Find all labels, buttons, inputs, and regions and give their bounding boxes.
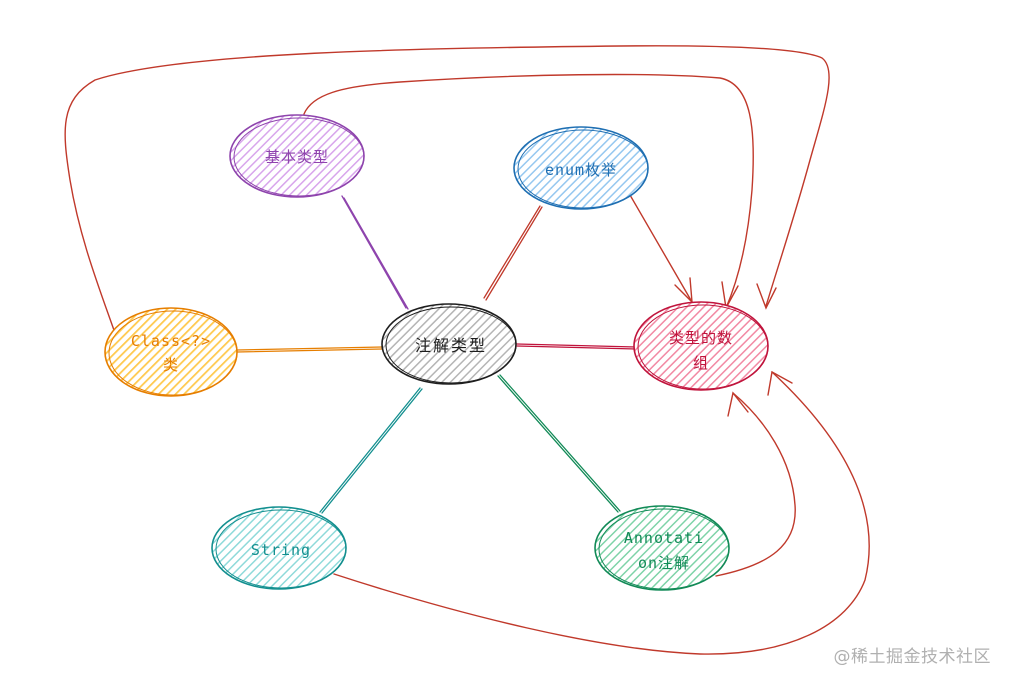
arrow-primitive-to-array xyxy=(303,73,754,309)
arrow-annotation-to-array-head xyxy=(727,391,749,417)
node-array: 类型的数 组 xyxy=(633,301,769,391)
arrows xyxy=(64,45,870,655)
node-enum-label: enum枚举 xyxy=(545,161,617,179)
connector-enum xyxy=(483,205,543,301)
connectors xyxy=(236,195,637,514)
node-array-label-line2: 组 xyxy=(693,354,709,372)
node-primitive: 基本类型 xyxy=(229,114,365,198)
node-class-label-line2: 类 xyxy=(163,356,179,374)
node-class-label-line1: Class<?> xyxy=(131,332,211,350)
node-enum: enum枚举 xyxy=(513,126,649,210)
arrow-annotation-to-array xyxy=(715,392,796,577)
node-annotation-label-line2: on注解 xyxy=(638,554,690,572)
connector-string xyxy=(319,387,423,514)
arrow-enum-to-array xyxy=(629,194,693,303)
node-center-label: 注解类型 xyxy=(415,336,487,355)
node-string-label: String xyxy=(251,541,311,559)
node-array-label-line1: 类型的数 xyxy=(669,329,733,347)
arrow-class-to-array-head xyxy=(756,283,777,310)
watermark-text: @稀土掘金技术社区 xyxy=(833,647,991,667)
arrow-class-to-array xyxy=(64,45,830,337)
node-center: 注解类型 xyxy=(381,303,517,385)
node-string: String xyxy=(211,506,347,590)
connector-primitive xyxy=(341,195,409,310)
arrow-string-to-array-head xyxy=(767,370,793,396)
connector-array xyxy=(516,343,637,350)
connector-class xyxy=(236,346,384,353)
connector-annotation xyxy=(497,374,621,513)
node-class: Class<?> 类 xyxy=(104,307,238,397)
arrow-string-to-array xyxy=(333,371,870,655)
node-primitive-label: 基本类型 xyxy=(265,148,329,166)
node-annotation-label-line1: Annotati xyxy=(624,529,704,547)
node-annotation: Annotati on注解 xyxy=(594,505,730,591)
